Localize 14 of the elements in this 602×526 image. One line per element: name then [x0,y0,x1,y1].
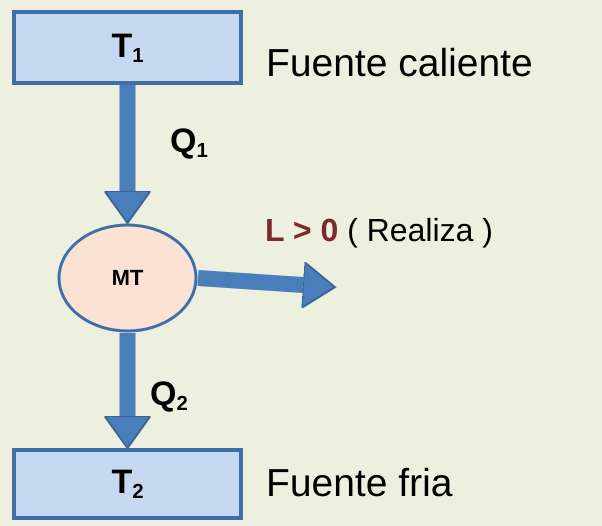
edge-label: Q$_{1}$ [170,122,208,164]
block-arrow [104,85,152,224]
caption-text: Fuente caliente [266,42,533,86]
node-label: T$_{2}$ [111,463,144,505]
edge-label: Q$_{2}$ [150,375,188,416]
process-box [12,448,243,520]
edge-label: L > 0 ( Realiza ) [265,212,493,249]
process-box [12,10,243,85]
node-label: MT [112,265,144,291]
process-ellipse [57,223,198,333]
block-arrow [104,333,152,449]
caption-text: Fuente fria [266,462,452,506]
node-label: T$_{1}$ [111,26,144,68]
block-arrow [197,261,336,309]
